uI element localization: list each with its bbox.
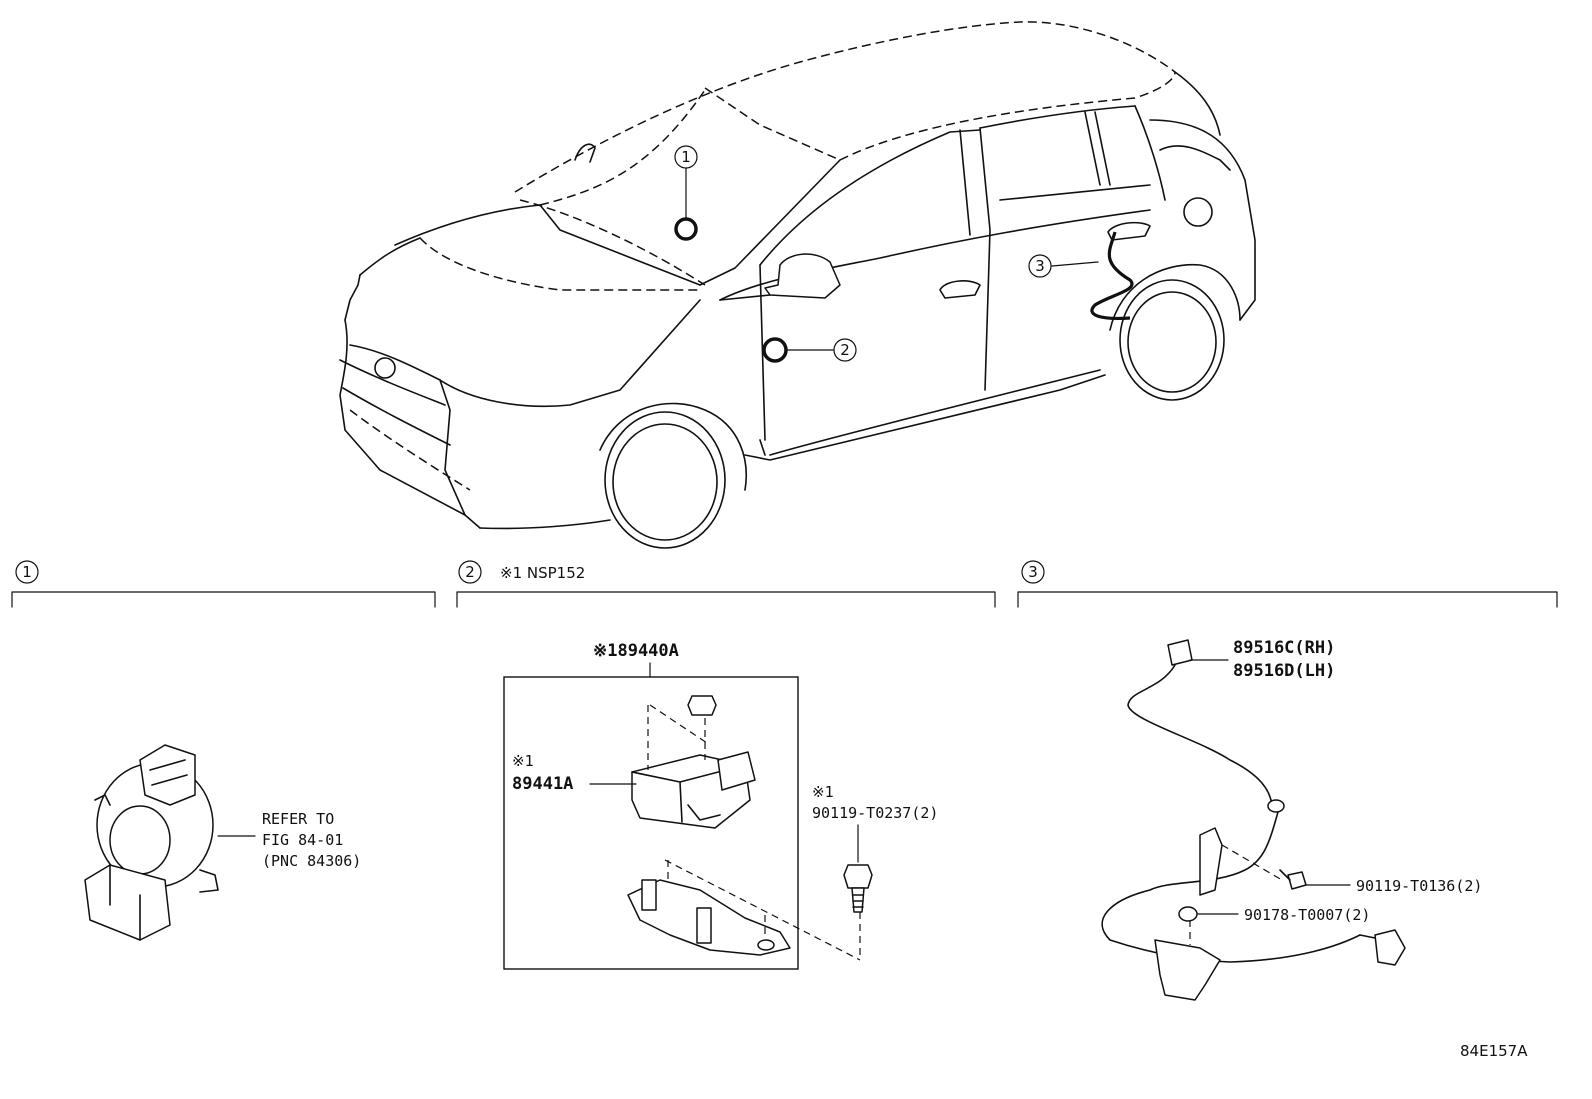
callout-1-number: 1 xyxy=(681,148,691,166)
speed-sensor-clip xyxy=(1178,906,1198,922)
section-1-number: 1 xyxy=(22,563,32,581)
location-marker-1 xyxy=(674,217,698,241)
sensor-part-number: 89441A xyxy=(512,774,573,794)
rear-sensor-harness xyxy=(1090,231,1134,321)
section-3-number: 3 xyxy=(1028,563,1038,581)
sensor-lh-part: 89516D(LH) xyxy=(1233,661,1335,681)
assembly-box xyxy=(503,676,799,970)
callout-3: 3 xyxy=(1028,254,1052,278)
vehicle-illustration xyxy=(339,21,1256,549)
callout-3-number: 3 xyxy=(1035,257,1045,275)
section-2-header: 2 ※1 NSP152 xyxy=(456,560,996,608)
assembly-label: ※189440A xyxy=(593,641,679,661)
speed-clip-part: 90178-T0007(2) xyxy=(1244,906,1370,924)
section-2-number: 2 xyxy=(465,563,475,581)
section-3-header: 3 xyxy=(1017,560,1558,608)
speed-sensor-assembly xyxy=(1101,639,1406,1001)
refer-line-3: (PNC 84306) xyxy=(262,852,361,870)
speed-bolt-part: 90119-T0136(2) xyxy=(1356,877,1482,895)
section-1-header: 1 xyxy=(11,560,436,608)
refer-line-1: REFER TO xyxy=(262,810,334,828)
refer-line-2: FIG 84-01 xyxy=(262,831,343,849)
flange-bolt xyxy=(843,864,873,913)
sensor-rh-part: 89516C(RH) xyxy=(1233,638,1335,658)
section-2-note: ※1 NSP152 xyxy=(500,564,585,582)
figure-code: 84E157A xyxy=(1460,1042,1528,1060)
sensor-mark: ※1 xyxy=(512,752,534,770)
callout-2: 2 xyxy=(833,338,857,362)
callout-1: 1 xyxy=(674,145,698,169)
callout-2-number: 2 xyxy=(840,341,850,359)
sensor-nut xyxy=(687,695,717,716)
yaw-rate-sensor xyxy=(631,751,756,829)
location-marker-2 xyxy=(762,337,788,363)
spiral-cable-part xyxy=(84,744,219,941)
bolt-part-number: 90119-T0237(2) xyxy=(812,804,938,822)
speed-sensor-bolt xyxy=(1279,869,1307,890)
bolt-mark: ※1 xyxy=(812,783,834,801)
sensor-bracket xyxy=(627,879,791,956)
